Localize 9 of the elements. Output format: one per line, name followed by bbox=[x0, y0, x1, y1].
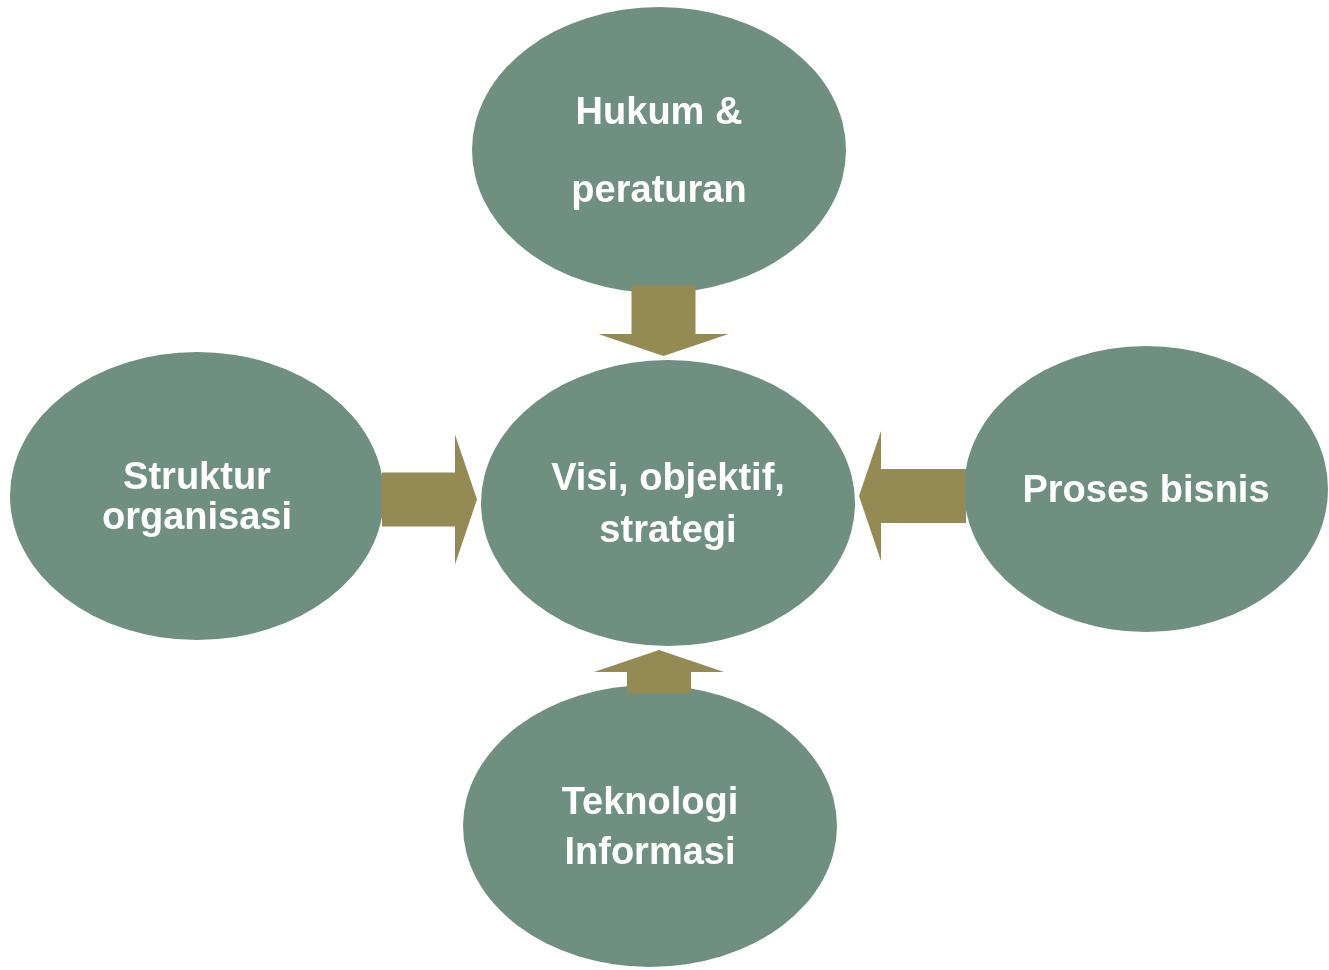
node-label: Hukum & peraturan bbox=[570, 89, 748, 212]
node-label: Visi, objektif, strategi bbox=[550, 455, 786, 552]
block-arrow bbox=[598, 285, 729, 356]
node-label: Teknologi Informasi bbox=[560, 779, 740, 874]
block-arrow bbox=[859, 431, 966, 561]
node-label: Proses bisnis bbox=[1021, 467, 1271, 511]
block-arrow bbox=[594, 650, 724, 693]
block-arrow bbox=[382, 434, 477, 565]
node-label: Struktur organisasi bbox=[100, 456, 294, 536]
